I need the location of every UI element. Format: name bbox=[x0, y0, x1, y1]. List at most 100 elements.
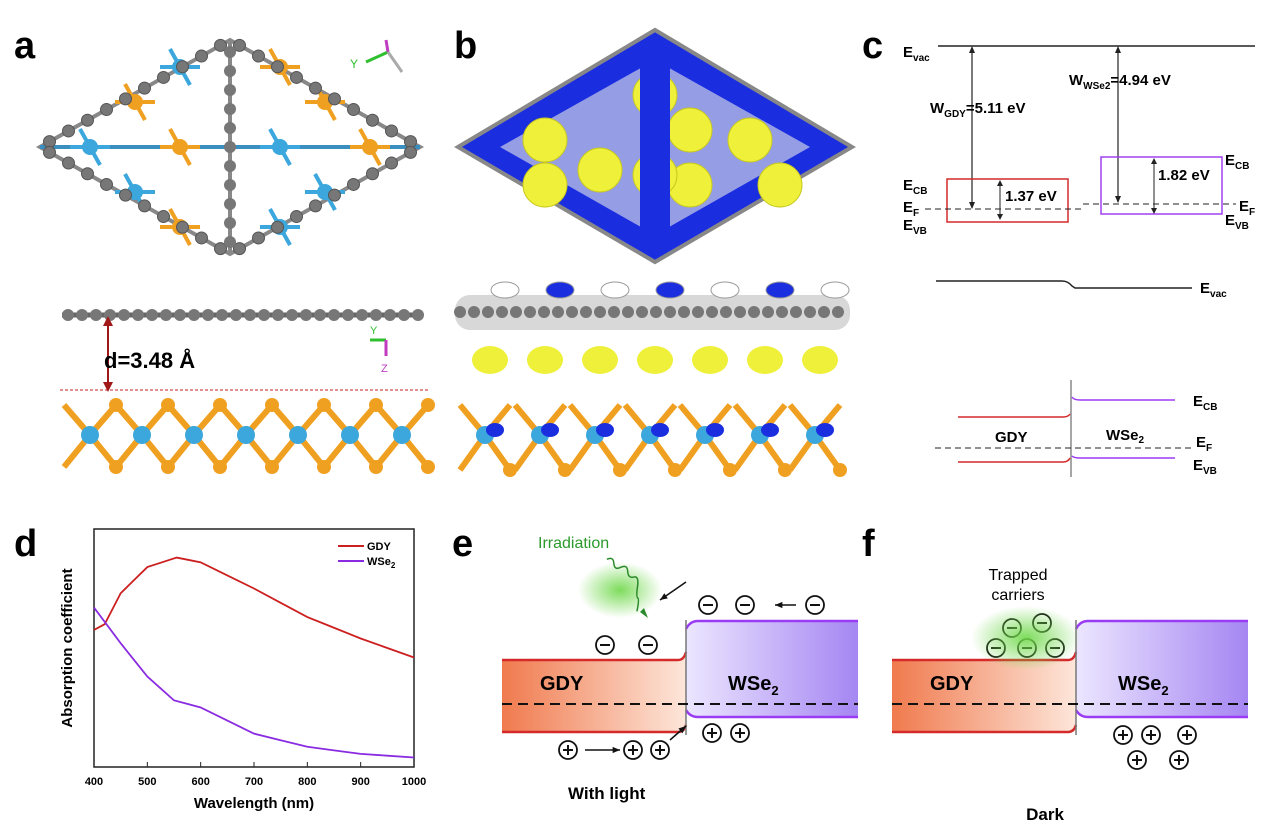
carbon-atom bbox=[328, 188, 341, 202]
charge-accumulation-blob bbox=[577, 147, 623, 193]
carbon-atom bbox=[385, 124, 398, 138]
svg-text:WWSe2=4.94 eV: WWSe2=4.94 eV bbox=[1069, 72, 1171, 92]
carbon-atom bbox=[342, 309, 354, 321]
svg-text:Evac: Evac bbox=[903, 44, 930, 64]
charge-density-side-view bbox=[454, 281, 850, 477]
legend-label-gdy: GDY bbox=[367, 541, 392, 553]
irradiation-symbol bbox=[578, 557, 662, 618]
svg-text:EF: EF bbox=[903, 199, 919, 219]
axis-triad-side: Y Z bbox=[370, 325, 388, 375]
carbon-atom bbox=[43, 135, 56, 149]
charge-accumulation-blob bbox=[472, 346, 508, 374]
x-tick-label: 500 bbox=[138, 776, 156, 788]
gdy-label: GDY bbox=[540, 673, 584, 695]
wse2-label: WSe2 bbox=[1118, 673, 1169, 698]
carbon-atom bbox=[252, 231, 265, 245]
svg-text:WSe2: WSe2 bbox=[1106, 427, 1145, 446]
carbon-atom bbox=[404, 135, 417, 149]
se-atom bbox=[421, 398, 435, 412]
carbon-atom bbox=[157, 70, 170, 84]
carbon-atom bbox=[81, 167, 94, 181]
carbon-atom bbox=[118, 309, 130, 321]
carbon-atom bbox=[216, 309, 228, 321]
carbon-atom bbox=[224, 141, 236, 153]
carbon-atom bbox=[119, 92, 132, 106]
x-tick-label: 700 bbox=[245, 776, 263, 788]
gdy-band-region bbox=[892, 652, 1076, 732]
se-atom bbox=[421, 460, 435, 474]
carbon-atom bbox=[224, 179, 236, 191]
carbon-atom bbox=[43, 145, 56, 159]
carbon-atom bbox=[356, 309, 368, 321]
carbon-atom bbox=[195, 231, 208, 245]
carbon-atom bbox=[202, 309, 214, 321]
svg-text:ECB: ECB bbox=[903, 177, 927, 197]
trapped-carriers-glow bbox=[971, 606, 1081, 670]
charge-accumulation-blob bbox=[582, 346, 618, 374]
wse2-label: WSe2 bbox=[728, 673, 779, 698]
caption-with-light: With light bbox=[568, 784, 646, 803]
carbon-atom bbox=[214, 38, 227, 52]
charge-accumulation-blob bbox=[522, 162, 568, 208]
carbon-atom bbox=[62, 156, 75, 170]
carbon-atom bbox=[366, 113, 379, 127]
irradiation-label: Irradiation bbox=[538, 535, 609, 552]
svg-text:EVB: EVB bbox=[903, 217, 927, 237]
w-atom bbox=[237, 426, 255, 444]
axis-y-label-side: Y bbox=[370, 325, 378, 337]
w-atom bbox=[81, 426, 99, 444]
carbon-atom bbox=[366, 167, 379, 181]
carbon-atom bbox=[252, 49, 265, 63]
gdy-wse2-side-view-structure bbox=[61, 309, 435, 474]
x-axis-title: Wavelength (nm) bbox=[194, 795, 314, 812]
legend-label-wse2: WSe2 bbox=[367, 556, 396, 570]
carbon-atom bbox=[230, 309, 242, 321]
carbon-atom bbox=[174, 309, 186, 321]
carbon-atom bbox=[138, 81, 151, 95]
carbon-atom bbox=[271, 220, 284, 234]
trapped-label-line1: Trapped bbox=[989, 567, 1048, 584]
charge-blob bbox=[820, 281, 850, 299]
carbon-atom bbox=[138, 199, 151, 213]
charge-blob bbox=[765, 281, 795, 299]
carbon-atom bbox=[157, 210, 170, 224]
carbon-atom bbox=[224, 236, 236, 248]
carbon-atom bbox=[100, 177, 113, 191]
axis-y-label: Y bbox=[350, 57, 358, 71]
carbon-atom bbox=[224, 198, 236, 210]
carbon-atom bbox=[347, 103, 360, 117]
carbon-atom bbox=[224, 65, 236, 77]
panel-label-e: e bbox=[452, 523, 473, 565]
carbon-atom bbox=[398, 309, 410, 321]
carbon-atom bbox=[81, 113, 94, 127]
w-atom bbox=[341, 426, 359, 444]
carbon-atom bbox=[62, 124, 75, 138]
carbon-atom bbox=[385, 156, 398, 170]
charge-blob bbox=[710, 281, 740, 299]
carbon-atom bbox=[258, 309, 270, 321]
svg-text:ECB: ECB bbox=[1193, 393, 1217, 413]
gdy-label: GDY bbox=[995, 429, 1028, 446]
svg-text:WGDY=5.11 eV: WGDY=5.11 eV bbox=[930, 100, 1026, 120]
carbon-atom bbox=[224, 84, 236, 96]
x-tick-label: 400 bbox=[85, 776, 103, 788]
carbon-atom bbox=[176, 60, 189, 74]
legend: GDY WSe2 bbox=[338, 541, 396, 570]
charge-accumulation-blob bbox=[637, 346, 673, 374]
panel-label-f: f bbox=[862, 523, 875, 565]
carbon-atom bbox=[290, 210, 303, 224]
gdy-label: GDY bbox=[930, 673, 974, 695]
w-atom bbox=[185, 426, 203, 444]
carbon-atom bbox=[146, 309, 158, 321]
band-diagram-with-light: GDY WSe2 bbox=[502, 581, 858, 760]
interlayer-distance-arrow bbox=[103, 316, 113, 392]
series-line-wse2 bbox=[93, 607, 415, 759]
carbon-atom bbox=[328, 92, 341, 106]
carbon-atom bbox=[224, 160, 236, 172]
carbon-atom bbox=[214, 242, 227, 256]
panel-label-a: a bbox=[14, 25, 36, 67]
charge-accumulation-blob bbox=[802, 346, 838, 374]
charge-blob bbox=[490, 281, 520, 299]
